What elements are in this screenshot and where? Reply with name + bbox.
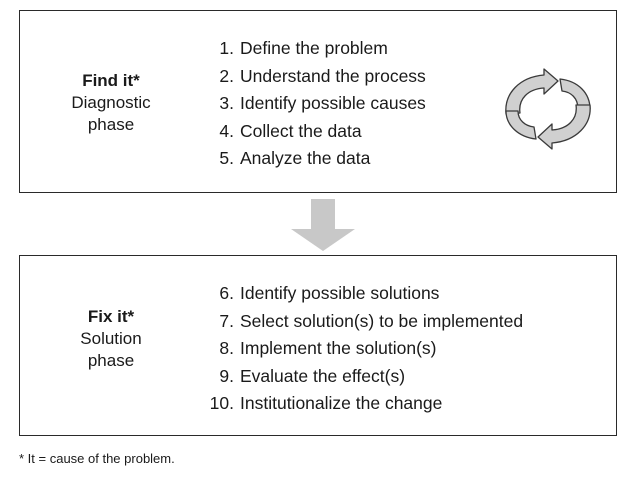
diagnostic-phase-title: Find it* (82, 71, 140, 90)
step-item: 10. Institutionalize the change (206, 390, 523, 418)
step-item: 7. Select solution(s) to be implemented (206, 308, 523, 336)
step-number: 2. (219, 65, 234, 86)
cycle-arrow-lower-tail (505, 110, 537, 140)
diagnostic-phase-name: Diagnostic (71, 93, 151, 112)
solution-phase-title: Fix it* (87, 307, 135, 326)
step-text: Implement the solution(s) (240, 338, 437, 358)
step-number: 3. (219, 93, 234, 113)
diagnostic-phase-box: Find it* Diagnostic phase 1. Define the p… (19, 10, 617, 193)
step-item: 4. Collect the data (219, 118, 426, 146)
step-item: 9. Evaluate the effect(s) (206, 363, 523, 391)
solution-phase-box: Fix it* Solution phase 6. Identify possib… (19, 255, 617, 436)
step-text: Institutionalize the change (240, 393, 443, 413)
step-text: Identify possible causes (240, 93, 426, 113)
step-number: 8. (219, 338, 234, 358)
solution-steps-list: 6. Identify possible solutions 7. Select s… (206, 280, 523, 418)
step-text: Select solution(s) to be implemented (240, 310, 524, 331)
step-item: 3. Identify possible causes (219, 90, 426, 118)
step-text: Analyze the data (240, 148, 371, 168)
step-item: 5. Analyze the data (219, 145, 426, 173)
step-text: Collect the data (240, 120, 362, 141)
step-text: Evaluate the effect(s) (240, 365, 406, 386)
step-number: 7. (219, 310, 234, 331)
down-arrow-icon (291, 199, 355, 251)
solution-phase-word: phase (87, 351, 135, 370)
diagnostic-steps-list: 1. Define the problem 2. Understand the pr… (219, 35, 426, 173)
step-number: 9. (219, 365, 234, 386)
diagnostic-phase-label: Find it* Diagnostic phase (36, 70, 186, 136)
step-text: Understand the process (240, 65, 426, 86)
step-item: 8. Implement the solution(s) (206, 335, 523, 363)
step-text: Identify possible solutions (240, 283, 440, 303)
cycle-arrows-icon (505, 68, 591, 150)
footnote: * It = cause of the problem. (19, 451, 175, 466)
step-item: 1. Define the problem (219, 35, 426, 63)
step-number: 10. (209, 393, 234, 413)
step-item: 2. Understand the process (219, 63, 426, 91)
step-number: 6. (219, 283, 234, 303)
step-number: 1. (219, 38, 234, 58)
diagnostic-phase-word: phase (87, 115, 135, 134)
cycle-arrow-upper (505, 68, 559, 115)
solution-phase-label: Fix it* Solution phase (36, 306, 186, 372)
solution-phase-name: Solution (80, 329, 142, 348)
down-arrow-shape (291, 199, 355, 251)
step-item: 6. Identify possible solutions (206, 280, 523, 308)
step-text: Define the problem (240, 38, 388, 58)
step-number: 4. (219, 120, 234, 141)
cycle-arrow-lower (537, 104, 591, 150)
step-number: 5. (219, 148, 234, 168)
